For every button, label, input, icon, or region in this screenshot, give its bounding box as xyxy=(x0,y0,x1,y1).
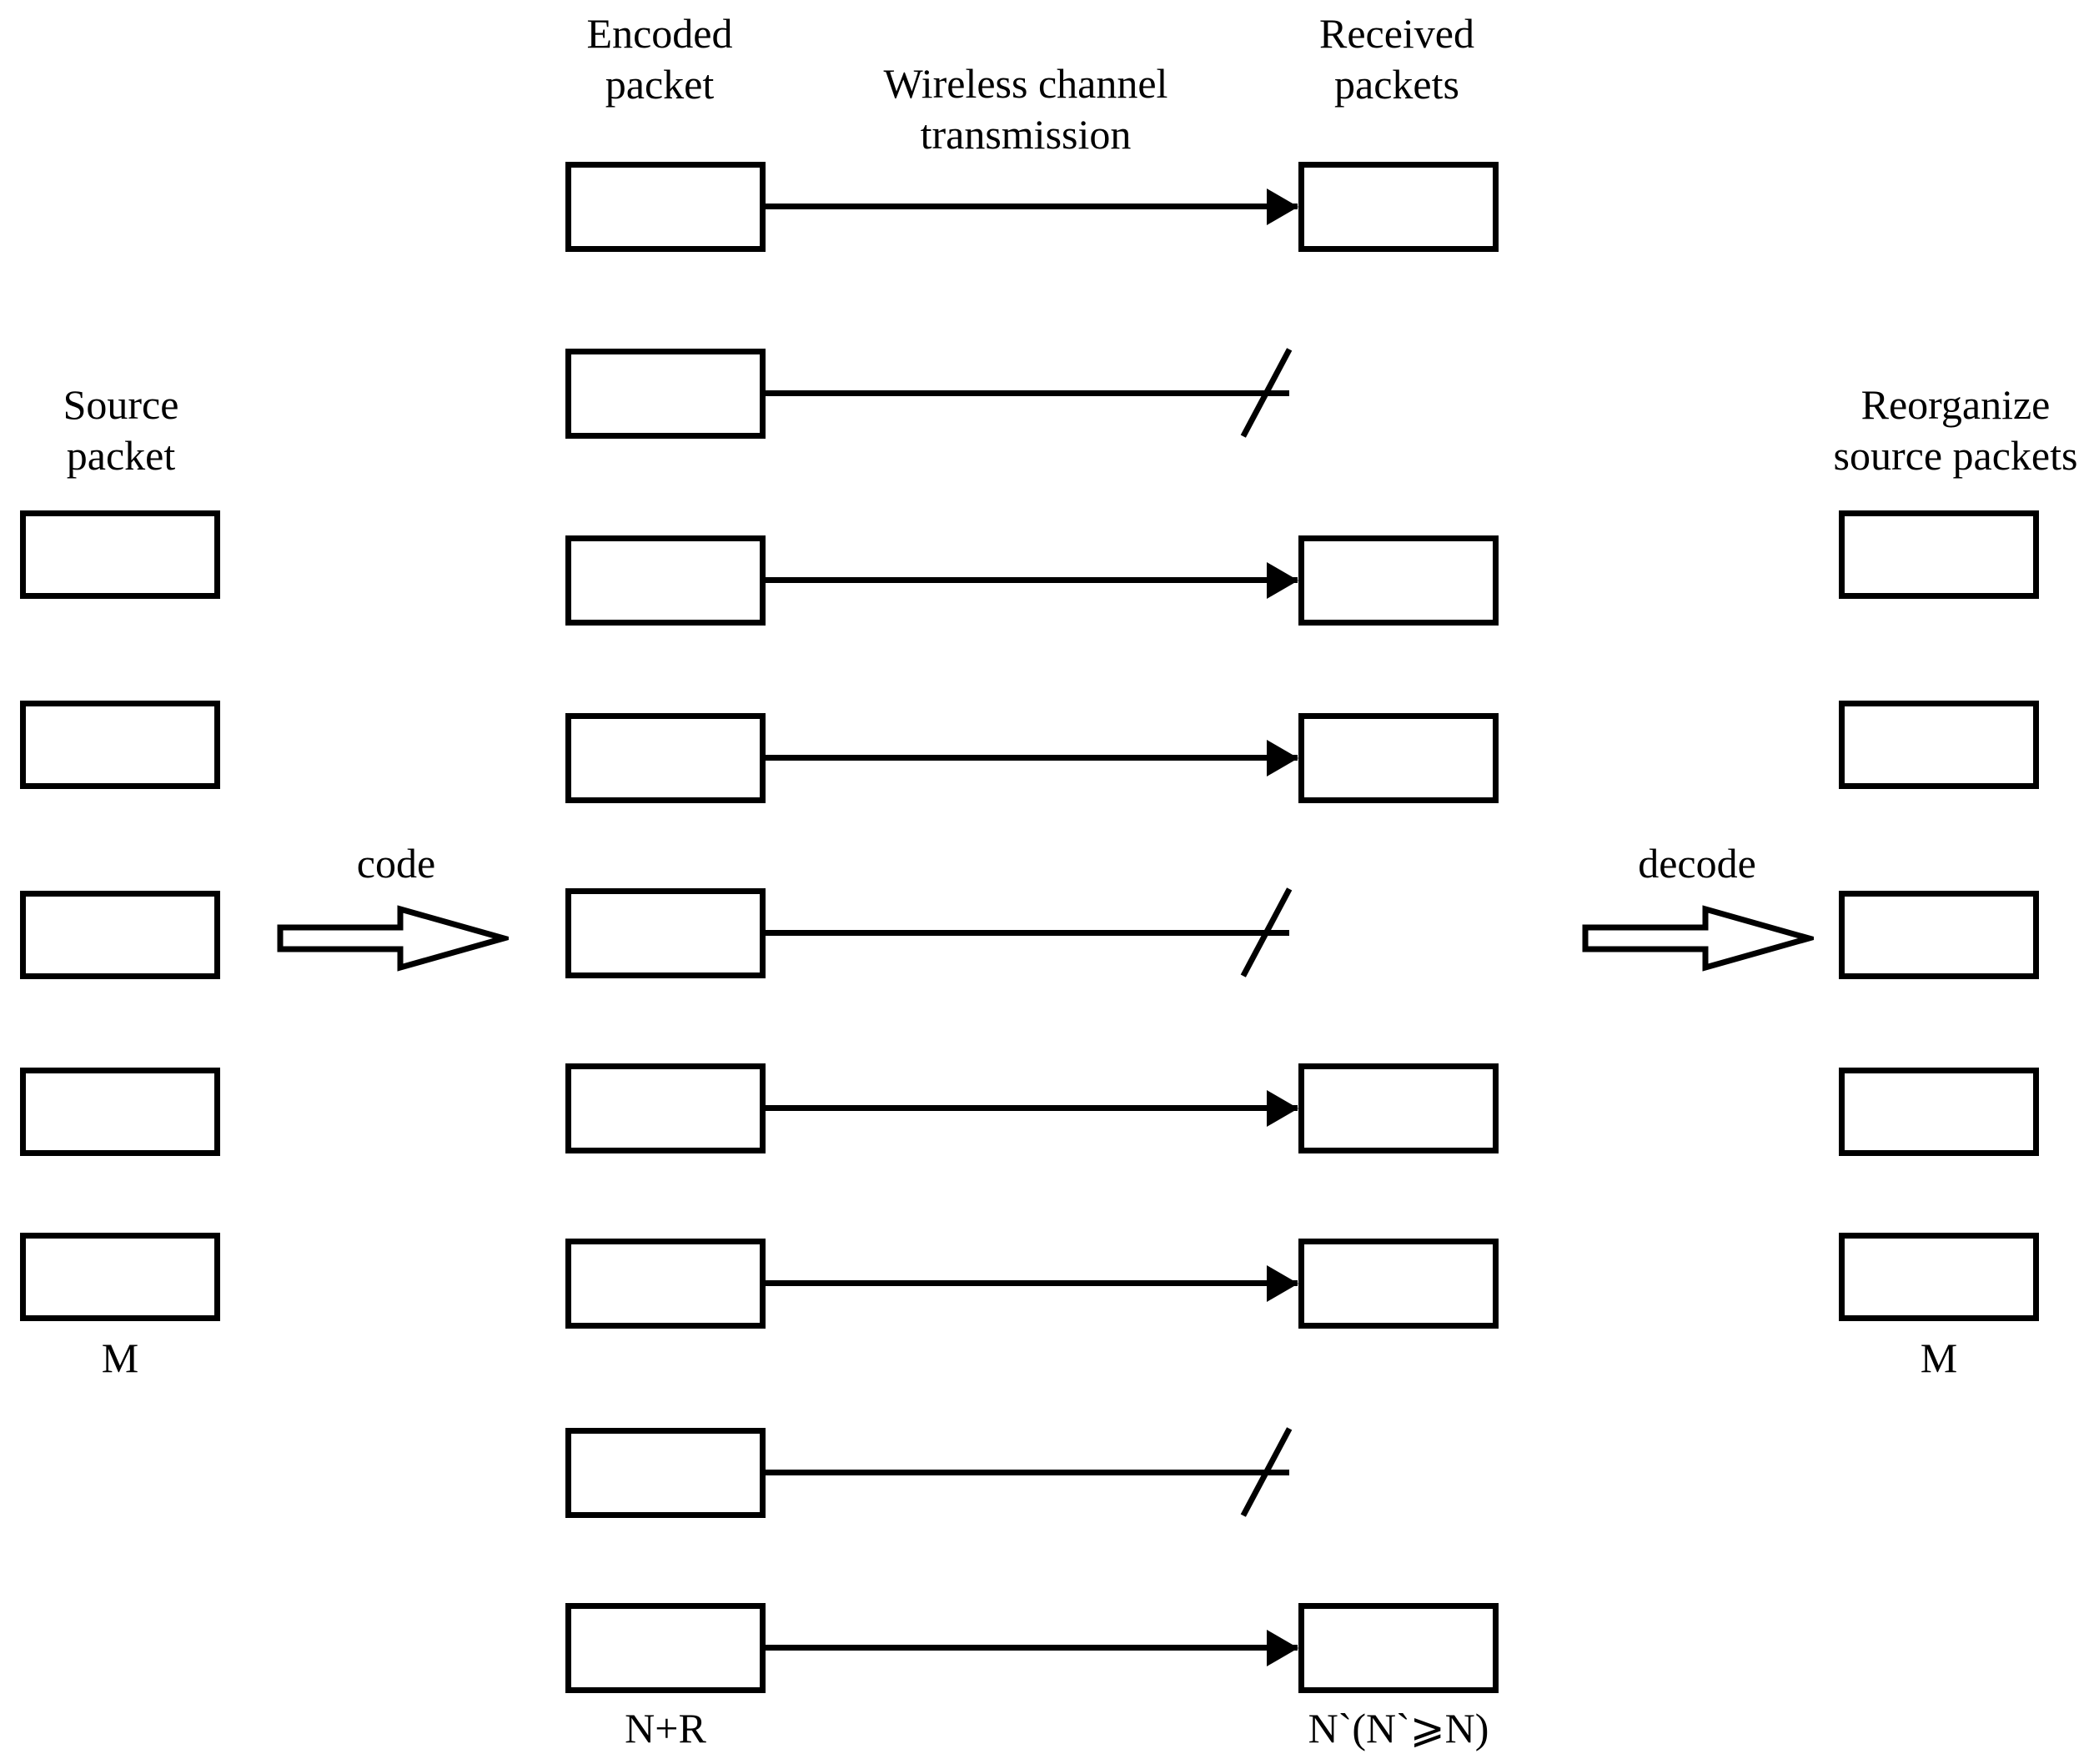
reorganize-source-packets-heading: Reorganize source packets xyxy=(1833,381,2078,479)
arrow-head-icon xyxy=(1267,1630,1298,1666)
encoded-packet-box xyxy=(565,1603,766,1693)
encoded-packet-box xyxy=(565,888,766,978)
transmission-line xyxy=(766,930,1289,936)
received-count-label: N`(N`⩾N) xyxy=(1308,1705,1489,1751)
source-packet-box xyxy=(20,1068,220,1156)
transmission-line xyxy=(766,577,1298,583)
arrow-head-icon xyxy=(1267,1090,1298,1127)
source-packet-box xyxy=(20,1233,220,1321)
transmission-line xyxy=(766,1280,1298,1286)
encoded-packet-box xyxy=(565,1428,766,1518)
reorganized-packet-box xyxy=(1839,1068,2039,1156)
wireless-channel-heading: Wireless channel transmission xyxy=(883,60,1168,158)
received-packet-box xyxy=(1298,1063,1499,1153)
encoded-packet-box xyxy=(565,1239,766,1329)
received-packet-box xyxy=(1298,1603,1499,1693)
decode-label: decode xyxy=(1638,840,1756,887)
encoded-packet-box xyxy=(565,535,766,626)
received-packets-heading: Received packets xyxy=(1318,10,1474,108)
source-count-label: M xyxy=(101,1334,139,1381)
source-packet-box xyxy=(20,891,220,979)
encoded-packet-box xyxy=(565,713,766,803)
received-packet-box xyxy=(1298,1239,1499,1329)
arrow-head-icon xyxy=(1267,188,1298,225)
code-label: code xyxy=(356,840,436,887)
encoded-packet-heading: Encoded packet xyxy=(586,10,733,108)
source-packet-heading: Source packet xyxy=(63,381,179,479)
reorganized-count-label: M xyxy=(1920,1334,1958,1381)
reorganized-packet-box xyxy=(1839,701,2039,789)
received-packet-box xyxy=(1298,162,1499,252)
source-packet-box xyxy=(20,701,220,789)
encoded-packet-box xyxy=(565,162,766,252)
reorganized-packet-box xyxy=(1839,1233,2039,1321)
code-arrow xyxy=(275,901,509,976)
transmission-line xyxy=(766,1105,1298,1111)
transmission-line xyxy=(766,390,1289,396)
reorganized-packet-box xyxy=(1839,891,2039,979)
reorganized-packet-box xyxy=(1839,510,2039,599)
encoded-packet-box xyxy=(565,349,766,439)
arrow-head-icon xyxy=(1267,740,1298,776)
source-packet-box xyxy=(20,510,220,599)
encoded-packet-box xyxy=(565,1063,766,1153)
transmission-line xyxy=(766,204,1298,209)
transmission-line xyxy=(766,1470,1289,1475)
decode-arrow xyxy=(1580,901,1814,976)
arrow-head-icon xyxy=(1267,562,1298,599)
encoded-count-label: N+R xyxy=(625,1705,706,1751)
arrow-head-icon xyxy=(1267,1265,1298,1302)
received-packet-box xyxy=(1298,713,1499,803)
transmission-line xyxy=(766,755,1298,761)
received-packet-box xyxy=(1298,535,1499,626)
transmission-line xyxy=(766,1645,1298,1651)
